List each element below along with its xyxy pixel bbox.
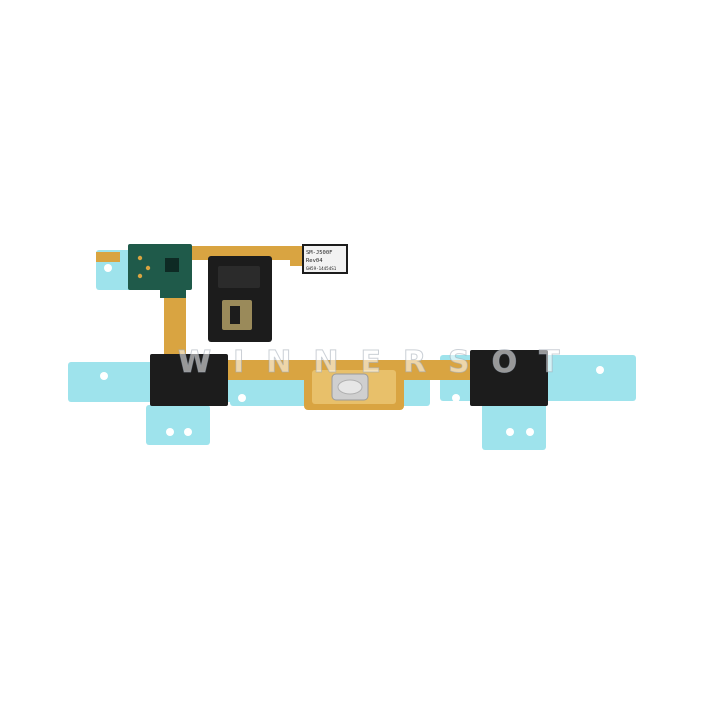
- flex-connector-left: [96, 252, 120, 262]
- sensor-pcb-tail: [160, 288, 186, 298]
- sensor-pcb: [128, 244, 192, 290]
- mounting-hole: [184, 428, 192, 436]
- sensor-chip: [165, 258, 179, 272]
- sensor-component-3: [137, 273, 143, 279]
- mounting-hole: [238, 394, 246, 402]
- mounting-hole: [506, 428, 514, 436]
- mounting-hole: [452, 394, 460, 402]
- part-label-line3: GH59-14454S1: [306, 266, 337, 271]
- audio-jack-port: [218, 266, 260, 288]
- sensor-board: [128, 244, 192, 298]
- part-label-line1: SM-J500F: [306, 250, 333, 256]
- mounting-hole: [100, 372, 108, 380]
- mounting-hole: [526, 428, 534, 436]
- watermark: WINNERSOT: [178, 345, 582, 381]
- touch-key-pad-left: [150, 354, 228, 406]
- home-button: [312, 370, 396, 404]
- sensor-component-1: [137, 255, 143, 261]
- home-button-dome: [337, 379, 363, 395]
- audio-jack-slot: [230, 306, 240, 324]
- part-label-sticker: [304, 246, 346, 272]
- part-label-tag: SM-J500F Rev04 GH59-14454S1: [302, 244, 348, 274]
- mounting-hole: [596, 366, 604, 374]
- blue-tape-left-lower: [146, 405, 210, 445]
- audio-jack: [208, 256, 272, 342]
- part-label-line2: Rev04: [306, 258, 323, 264]
- sensor-component-2: [145, 265, 151, 271]
- blue-tape-right-lower: [482, 400, 546, 450]
- touch-key-pad-right: [470, 350, 548, 406]
- mounting-hole: [166, 428, 174, 436]
- mounting-hole: [104, 264, 112, 272]
- mounting-holes: [100, 264, 604, 436]
